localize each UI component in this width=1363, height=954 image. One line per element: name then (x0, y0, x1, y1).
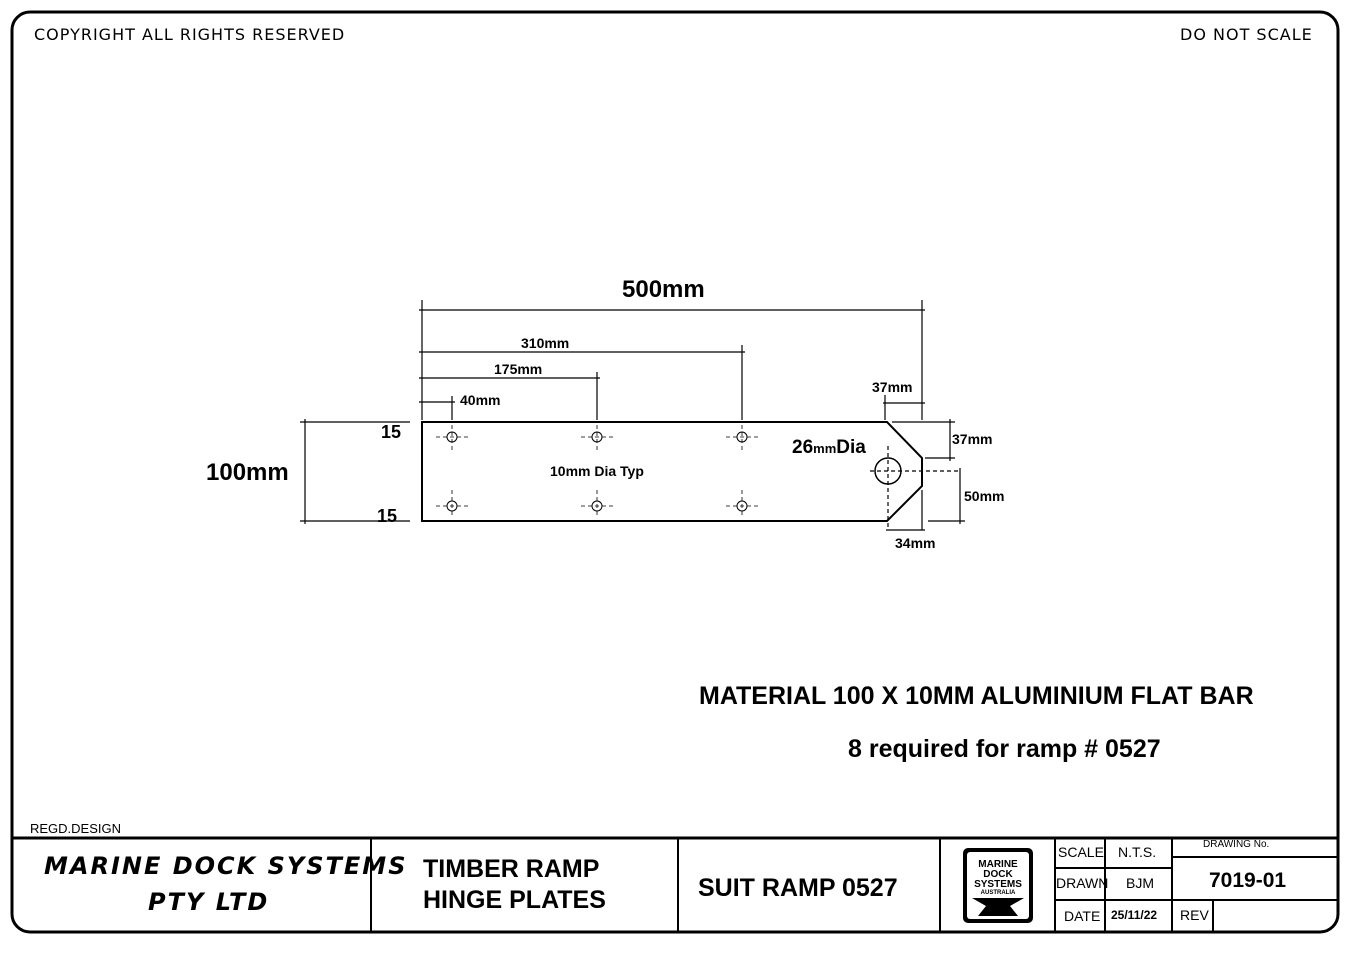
dim-overall-length: 500mm (622, 276, 705, 303)
date-value: 25/11/22 (1111, 908, 1158, 922)
dim-175: 175mm (494, 361, 543, 377)
drawing-number: 7019-01 (1209, 869, 1287, 892)
regd-design: REGD.DESIGN (30, 821, 122, 836)
border (10, 10, 1340, 934)
small-holes-note: 10mm Dia Typ (550, 463, 644, 479)
do-not-scale-note: DO NOT SCALE (1180, 25, 1313, 44)
dim-310: 310mm (521, 335, 570, 351)
dim-width: 100mm (206, 459, 289, 486)
company-suffix: PTY LTD (148, 888, 270, 916)
date-label: DATE (1064, 908, 1101, 924)
copyright-note: COPYRIGHT ALL RIGHTS RESERVED (34, 25, 346, 44)
rev-label: REV (1180, 907, 1209, 923)
title-block-lines (12, 836, 1338, 932)
drawing-no-label: DRAWING No. (1203, 839, 1270, 850)
material-note: MATERIAL 100 X 10MM ALUMINIUM FLAT BAR (699, 682, 1254, 710)
suit-ramp: SUIT RAMP 0527 (698, 874, 898, 902)
drawing-title-1: TIMBER RAMP (423, 855, 600, 883)
dim-chamfer-y: 37mm (952, 431, 993, 447)
drawn-label: DRAWN (1056, 875, 1109, 891)
centerlines (436, 425, 960, 530)
pin-hole (874, 457, 902, 485)
dim-40: 40mm (460, 392, 501, 408)
dim-pin-hole: 26mmDia (792, 437, 866, 458)
company-name: MARINE DOCK SYSTEMS (44, 852, 408, 880)
scale-value: N.T.S. (1118, 844, 1157, 860)
dimension-lines (300, 300, 965, 531)
drawing-title-2: HINGE PLATES (423, 886, 606, 914)
scale-label: SCALE (1058, 844, 1104, 860)
hinge-plate-outline (421, 421, 923, 522)
dim-edge-bottom: 15 (377, 506, 398, 526)
logo-icon (963, 848, 1033, 923)
dim-edge-top: 15 (381, 422, 402, 442)
dim-chamfer-x: 37mm (872, 379, 913, 395)
dim-pin-x: 34mm (895, 535, 936, 551)
drawn-value: BJM (1126, 875, 1154, 891)
quantity-note: 8 required for ramp # 0527 (848, 735, 1161, 763)
dim-pin-y: 50mm (964, 488, 1005, 504)
